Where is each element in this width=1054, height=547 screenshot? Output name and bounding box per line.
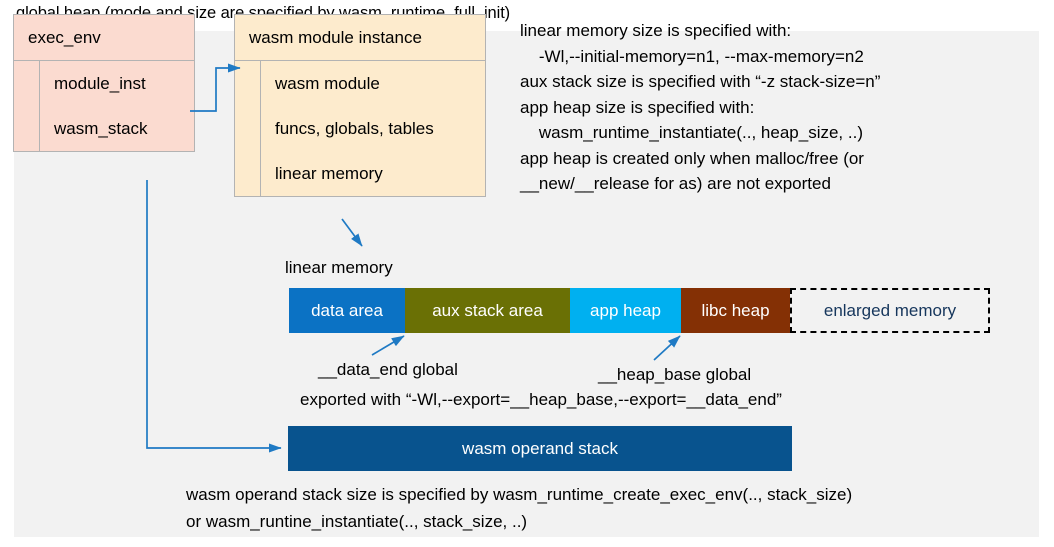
memory-segment-aux-stack-area: aux stack area <box>405 288 570 333</box>
memory-segment-libc-heap: libc heap <box>681 288 790 333</box>
memory-segment-app-heap: app heap <box>570 288 681 333</box>
exec-env-row-wasm-stack: wasm_stack <box>14 106 194 151</box>
module-instance-row-linear-memory: linear memory <box>235 151 485 196</box>
memory-segment-data-area: data area <box>289 288 405 333</box>
row-label: funcs, globals, tables <box>275 118 434 138</box>
memory-segment-enlarged-memory: enlarged memory <box>790 288 990 333</box>
exec-env-box: exec_env module_inst wasm_stack <box>13 14 195 152</box>
row-label: wasm_stack <box>54 118 148 138</box>
indent-rail <box>14 61 40 106</box>
exec-env-row-module-inst: module_inst <box>14 61 194 106</box>
row-label: linear memory <box>275 163 383 183</box>
annotation-exported: exported with “-Wl,--export=__heap_base,… <box>300 390 782 409</box>
exec-env-row-wrap: module_inst <box>14 61 194 106</box>
module-instance-row-wrap: wasm module <box>235 61 485 106</box>
operand-stack-label: wasm operand stack <box>462 438 618 458</box>
module-instance-row-wrap: linear memory <box>235 151 485 196</box>
indent-rail <box>235 106 261 151</box>
exec-env-header: exec_env <box>14 15 194 61</box>
wasm-module-instance-box: wasm module instance wasm module funcs, … <box>234 14 486 197</box>
linear-memory-bar: data area aux stack area app heap libc h… <box>289 288 990 333</box>
indent-rail <box>235 151 261 196</box>
indent-rail <box>235 61 261 106</box>
annotation-heap-base: __heap_base global <box>598 365 752 384</box>
module-instance-row-wasm-module: wasm module <box>235 61 485 106</box>
wasm-operand-stack-bar: wasm operand stack <box>288 426 792 471</box>
exec-env-rows: module_inst wasm_stack <box>14 61 194 151</box>
module-instance-rows: wasm module funcs, globals, tables linea… <box>235 61 485 196</box>
module-instance-header: wasm module instance <box>235 15 485 61</box>
row-label: wasm module <box>275 73 380 93</box>
indent-rail <box>14 106 40 151</box>
memory-config-note: linear memory size is specified with: -W… <box>520 21 881 193</box>
operand-stack-caption: wasm operand stack size is specified by … <box>186 485 853 531</box>
annotation-data-end: __data_end global <box>318 360 458 379</box>
linear-memory-label: linear memory <box>285 258 393 277</box>
row-label: module_inst <box>54 73 146 93</box>
module-instance-row-funcs-globals-tables: funcs, globals, tables <box>235 106 485 151</box>
exec-env-row-wrap: wasm_stack <box>14 106 194 151</box>
module-instance-row-wrap: funcs, globals, tables <box>235 106 485 151</box>
